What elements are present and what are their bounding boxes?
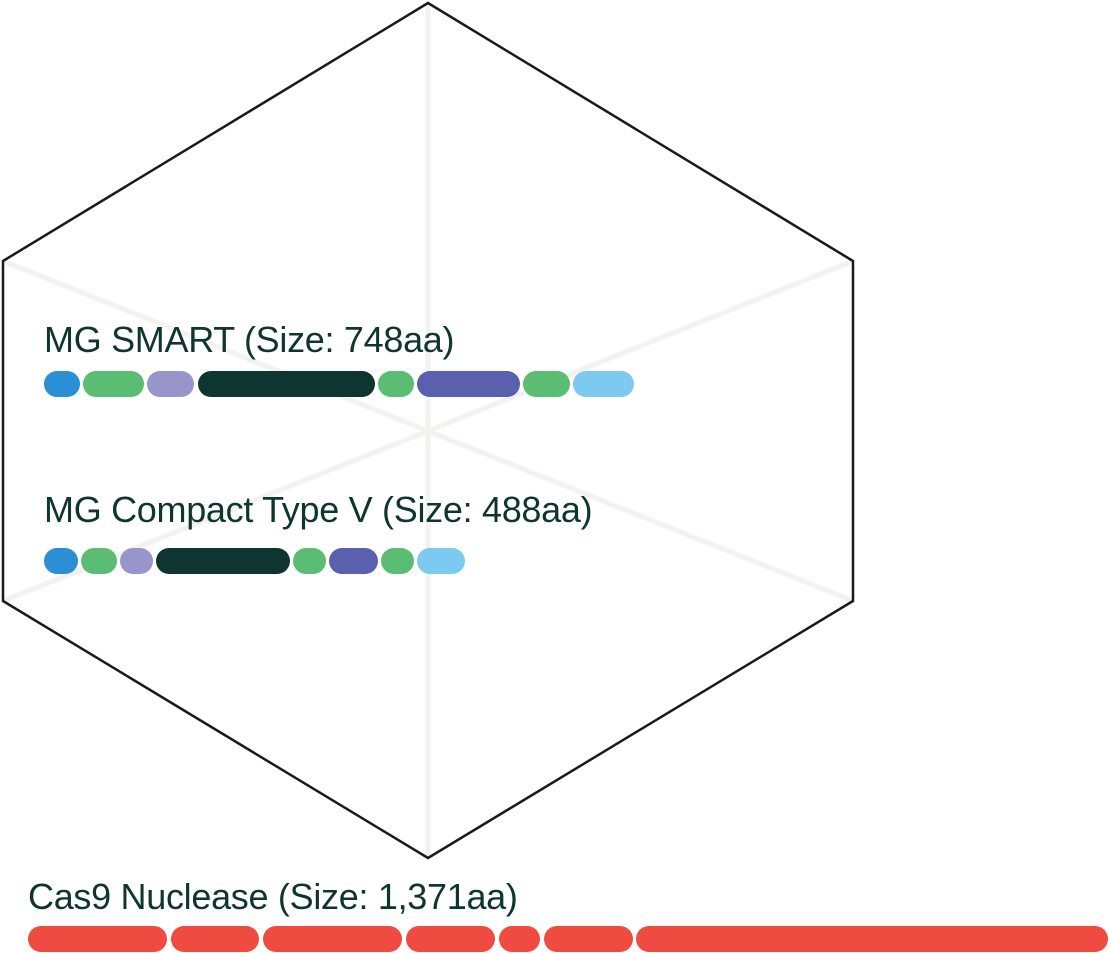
domain-segment-red [263, 926, 402, 952]
domain-segment-blue [44, 548, 78, 574]
domain-segment-indigo [417, 371, 520, 397]
domain-segment-lavender [120, 548, 153, 574]
hexagon-outline [1, 1, 855, 860]
domain-segment-blue [44, 371, 80, 397]
mg-compact-label: MG Compact Type V (Size: 488aa) [44, 489, 593, 530]
domain-segment-green [81, 548, 117, 574]
domain-segment-red [171, 926, 259, 952]
domain-segment-red [406, 926, 495, 952]
domain-segment-green [381, 548, 414, 574]
domain-segment-green [378, 371, 414, 397]
cas9-label: Cas9 Nuclease (Size: 1,371aa) [28, 876, 518, 917]
mg-smart-label: MG SMART (Size: 748aa) [44, 319, 455, 360]
domain-segment-dark [198, 371, 375, 397]
domain-segment-red [28, 926, 167, 952]
domain-segment-red [636, 926, 1108, 952]
domain-segment-green [293, 548, 326, 574]
hex-inner-line [2, 258, 854, 604]
domain-segment-green [523, 371, 570, 397]
domain-segment-red [499, 926, 540, 952]
domain-segment-indigo [329, 548, 378, 574]
domain-segment-lavender [147, 371, 194, 397]
domain-segment-sky [573, 371, 634, 397]
domain-segment-sky [417, 548, 465, 574]
domain-segment-green [83, 371, 144, 397]
domain-segment-dark [156, 548, 290, 574]
domain-segment-red [544, 926, 633, 952]
